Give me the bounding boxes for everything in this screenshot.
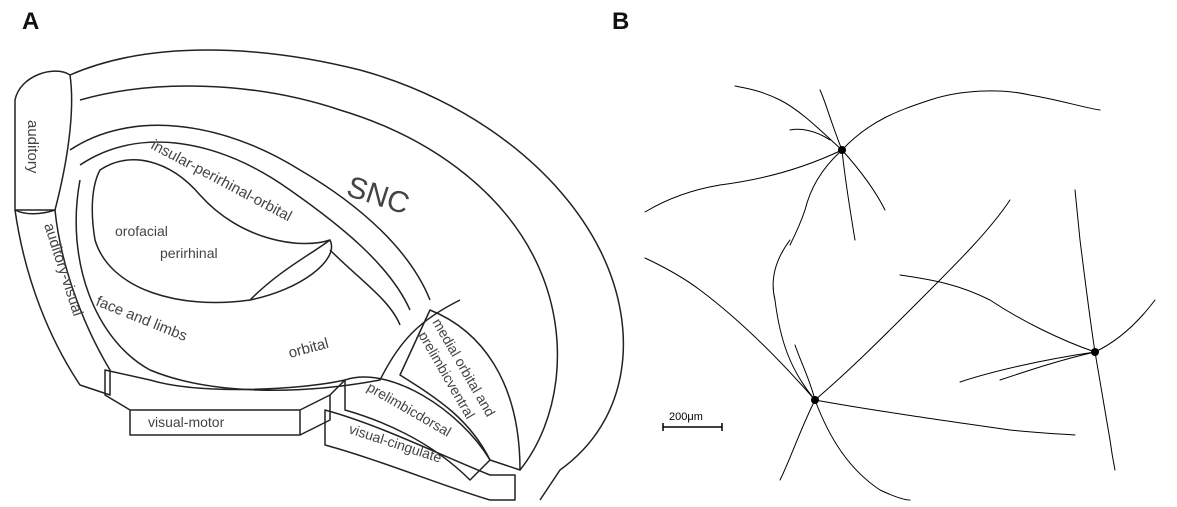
snc-label: SNC bbox=[343, 170, 413, 221]
orbital-label: orbital bbox=[287, 335, 331, 362]
medial-orbital-region bbox=[399, 309, 521, 471]
auditory-visual-label: auditory-visual bbox=[40, 221, 86, 318]
auditory-region bbox=[14, 70, 73, 215]
prelimbic-dorsal-region bbox=[344, 376, 491, 481]
visual-motor-region bbox=[104, 369, 346, 411]
insular-band-inner bbox=[79, 141, 411, 311]
insular-band bbox=[69, 124, 431, 301]
snc-inner-outline bbox=[79, 85, 559, 471]
insular-label: insular-perirhinal-orbital bbox=[148, 137, 294, 226]
neuron-somata bbox=[811, 146, 1099, 404]
panel-b-label: B bbox=[612, 8, 630, 35]
neuron-tracings bbox=[644, 85, 1156, 501]
auditory-label: auditory bbox=[24, 120, 41, 174]
snc-outer-outline bbox=[69, 49, 625, 501]
perirhinal-divider bbox=[249, 239, 331, 301]
orofacial-region bbox=[91, 159, 333, 304]
orbital-divider bbox=[329, 249, 401, 326]
panel-a-label: A bbox=[22, 8, 40, 35]
orofacial-label: orofacial bbox=[115, 223, 168, 239]
face-limbs-label: face and limbs bbox=[94, 293, 190, 345]
perirhinal-label: perirhinal bbox=[160, 245, 218, 261]
auditory-visual-region bbox=[14, 209, 111, 396]
visual-cingulate-region bbox=[324, 409, 516, 501]
face-limbs-region bbox=[75, 179, 461, 391]
scale-bar-label: 200μm bbox=[669, 411, 703, 423]
visual-motor-label: visual-motor bbox=[148, 414, 225, 430]
